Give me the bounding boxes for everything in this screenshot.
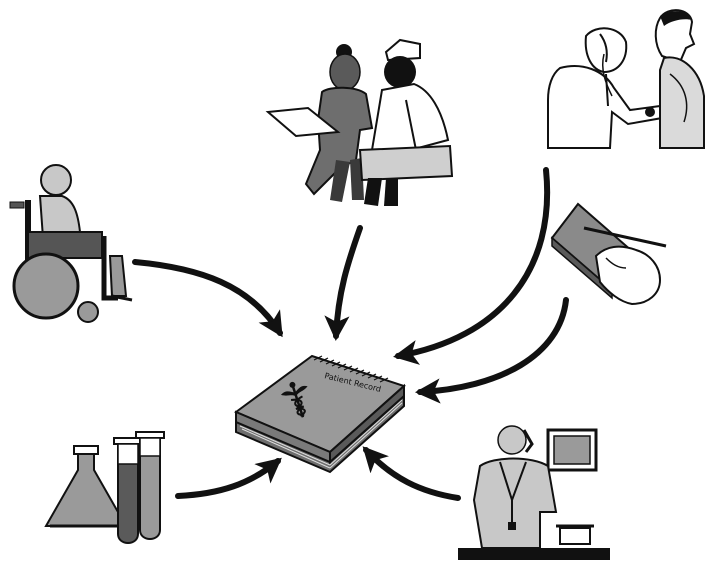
arrow-lab-to-record	[175, 457, 282, 499]
arrow-wheelchair-to-record	[132, 259, 283, 338]
receptionist-icon	[458, 425, 610, 560]
nurses-icon	[265, 38, 454, 206]
test-tubes-icon	[44, 431, 165, 544]
arrow-reception-to-record	[362, 446, 461, 501]
book-with-caduceus-icon: Patient Record	[233, 354, 406, 474]
stethoscope-icon	[547, 9, 705, 149]
arrow-notes-to-record	[414, 297, 569, 404]
writing-hand-icon	[550, 202, 667, 306]
arrow-doctor-to-record	[393, 167, 551, 365]
flow-arrows	[132, 167, 569, 501]
wheelchair-icon	[9, 164, 133, 323]
arrow-nurses-to-record	[324, 225, 363, 342]
caduceus-icon	[280, 381, 308, 418]
